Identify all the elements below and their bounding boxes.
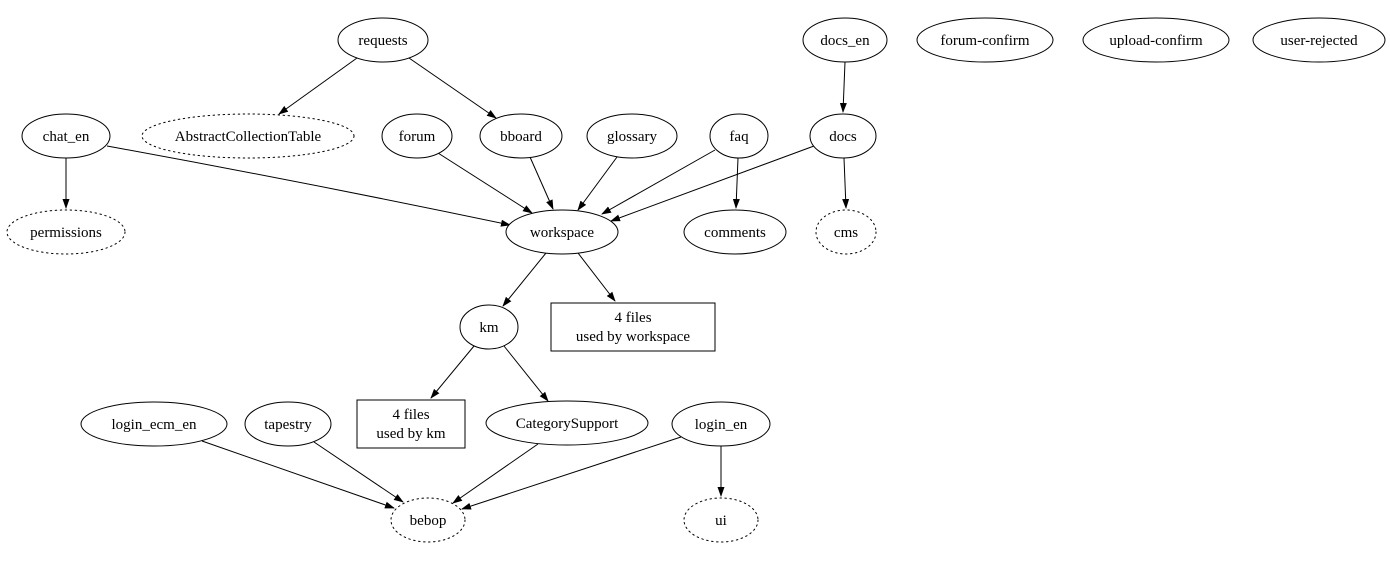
node-chat_en-shape — [21, 113, 111, 159]
node-faq-label: faq — [729, 129, 749, 145]
node-cms-shape — [815, 209, 877, 255]
node-ui: ui — [683, 497, 759, 543]
node-files-used-by-km-label-line2: used by km — [376, 426, 445, 442]
node-abstract-collection-table: AbstractCollectionTable — [141, 113, 355, 159]
edge-tapestry-bebop — [313, 441, 404, 503]
edge-bboard-workspace — [529, 156, 554, 210]
node-docs: docs — [809, 113, 877, 159]
node-files-used-by-km-label-line1: 4 files — [392, 407, 429, 423]
node-docs-label: docs — [829, 129, 857, 145]
edge-glossary-workspace — [577, 156, 618, 211]
node-category-support-label: CategorySupport — [516, 416, 619, 432]
node-tapestry-shape — [244, 401, 332, 447]
edge-faq-workspace — [601, 149, 716, 215]
node-forum: forum — [381, 113, 453, 159]
node-chat_en: chat_en — [21, 113, 111, 159]
node-login_ecm_en-shape — [80, 401, 228, 447]
node-forum-confirm-label: forum-confirm — [940, 33, 1029, 49]
node-glossary: glossary — [586, 113, 678, 159]
node-workspace-label: workspace — [530, 225, 594, 241]
node-tapestry: tapestry — [244, 401, 332, 447]
edge-login_en-bebop — [461, 436, 682, 510]
nodes-layer: requests docs_en forum-confirm upload-co… — [6, 17, 1386, 543]
node-abstract-collection-table-shape — [141, 113, 355, 159]
node-files-used-by-workspace-shape — [550, 302, 716, 352]
node-ui-label: ui — [715, 513, 727, 529]
edge-docs-cms — [842, 157, 850, 209]
node-permissions-shape — [6, 209, 126, 255]
node-files-used-by-workspace-label-line1: 4 files — [614, 310, 651, 326]
node-files-used-by-km: 4 files used by km — [356, 399, 466, 449]
node-upload-confirm-label: upload-confirm — [1109, 33, 1203, 49]
node-user-rejected-label: user-rejected — [1280, 33, 1358, 49]
node-abstract-collection-table-label: AbstractCollectionTable — [175, 129, 322, 145]
node-cms: cms — [815, 209, 877, 255]
node-login_en: login_en — [671, 401, 771, 447]
edge-requests-bboard — [408, 57, 497, 119]
node-upload-confirm: upload-confirm — [1082, 17, 1230, 63]
edge-faq-comments — [732, 157, 740, 209]
node-permissions-label: permissions — [30, 225, 102, 241]
node-category-support-shape — [485, 400, 649, 446]
node-glossary-shape — [586, 113, 678, 159]
node-docs_en-label: docs_en — [820, 33, 870, 49]
node-bboard-shape — [479, 113, 563, 159]
node-faq-shape — [709, 113, 769, 159]
node-docs-shape — [809, 113, 877, 159]
node-requests: requests — [337, 17, 429, 63]
node-forum-label: forum — [399, 129, 436, 145]
edge-login_ecm_en-bebop — [201, 440, 395, 509]
node-workspace-shape — [505, 209, 619, 255]
node-category-support: CategorySupport — [485, 400, 649, 446]
edge-km-category_support — [503, 345, 549, 402]
node-login_en-shape — [671, 401, 771, 447]
node-forum-confirm: forum-confirm — [916, 17, 1054, 63]
node-bboard-label: bboard — [500, 129, 542, 145]
edge-category_support-bebop — [452, 443, 539, 504]
edge-forum-workspace — [437, 152, 533, 214]
edge-workspace-files_workspace — [577, 252, 616, 302]
node-km-label: km — [479, 320, 499, 336]
node-cms-label: cms — [834, 225, 858, 241]
node-ui-shape — [683, 497, 759, 543]
node-bebop-label: bebop — [410, 513, 447, 529]
node-comments-shape — [683, 209, 787, 255]
node-workspace: workspace — [505, 209, 619, 255]
edge-requests-abstract_collection_table — [278, 57, 358, 115]
edge-km-files_km — [430, 345, 475, 399]
edge-docs_en-docs — [839, 61, 847, 113]
node-files-used-by-workspace-label-line2: used by workspace — [576, 329, 690, 345]
edge-chat_en-workspace — [106, 145, 511, 227]
node-login_ecm_en: login_ecm_en — [80, 401, 228, 447]
node-comments: comments — [683, 209, 787, 255]
node-faq: faq — [709, 113, 769, 159]
node-docs_en-shape — [802, 17, 888, 63]
edge-workspace-km — [502, 252, 547, 307]
node-files-used-by-km-shape — [356, 399, 466, 449]
node-files-used-by-workspace: 4 files used by workspace — [550, 302, 716, 352]
node-permissions: permissions — [6, 209, 126, 255]
node-tapestry-label: tapestry — [264, 417, 312, 433]
node-login_ecm_en-label: login_ecm_en — [112, 417, 197, 433]
node-user-rejected-shape — [1252, 17, 1386, 63]
node-requests-shape — [337, 17, 429, 63]
node-chat_en-label: chat_en — [43, 129, 90, 145]
node-login_en-label: login_en — [695, 417, 748, 433]
node-requests-label: requests — [358, 33, 407, 49]
node-bboard: bboard — [479, 113, 563, 159]
node-forum-confirm-shape — [916, 17, 1054, 63]
node-bebop: bebop — [390, 497, 466, 543]
node-km-shape — [459, 304, 519, 350]
node-bebop-shape — [390, 497, 466, 543]
node-glossary-label: glossary — [607, 129, 657, 145]
node-km: km — [459, 304, 519, 350]
edges-layer — [62, 57, 850, 510]
node-user-rejected: user-rejected — [1252, 17, 1386, 63]
node-upload-confirm-shape — [1082, 17, 1230, 63]
node-forum-shape — [381, 113, 453, 159]
node-comments-label: comments — [704, 225, 766, 241]
edge-docs-workspace — [610, 145, 815, 222]
node-docs_en: docs_en — [802, 17, 888, 63]
